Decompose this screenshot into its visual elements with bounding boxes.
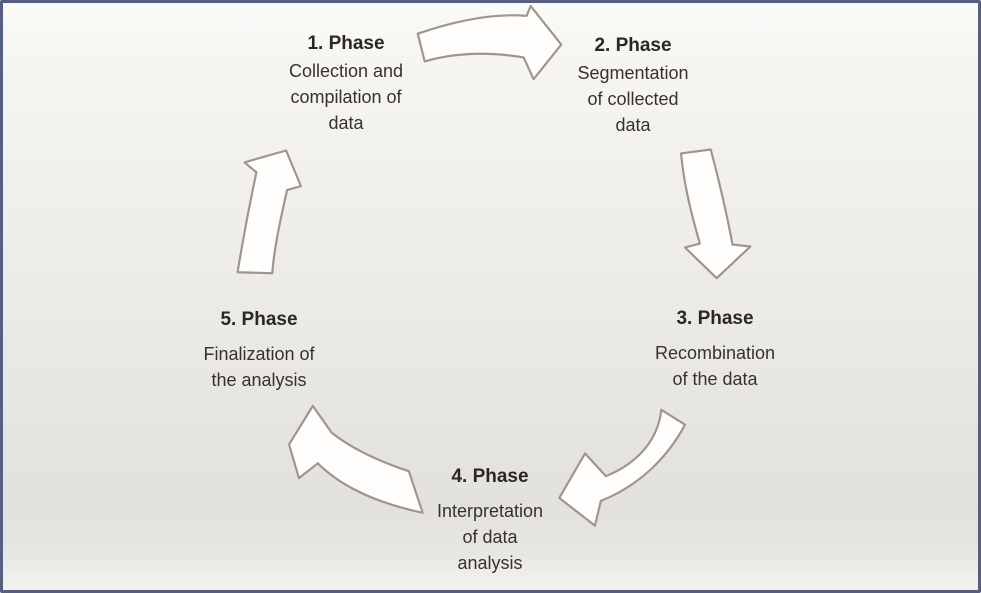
phase-1-label: 1. Phase	[307, 33, 385, 54]
arrow-phase2-to-phase3-icon	[679, 148, 752, 280]
arrow-phase4-to-phase5-icon	[287, 404, 424, 514]
arrow-phase1-to-phase2-icon	[416, 4, 563, 81]
phase-4-label: 4. Phase	[451, 466, 529, 487]
phase-3-description: Recombination of the data	[654, 343, 776, 389]
phase-5-label: 5. Phase	[220, 309, 298, 330]
phase-2-description: Segmentation of collected data	[577, 63, 689, 135]
phase-5-description: Finalization of the analysis	[203, 344, 315, 390]
phase-1-description: Collection and compilation of data	[288, 61, 404, 133]
phase-1-block: 1. Phase Collection and compilation of d…	[289, 31, 403, 136]
phase-3-block: 3. Phase Recombination of the data	[655, 306, 775, 392]
phase-2-block: 2. Phase Segmentation of collected data	[577, 33, 688, 138]
arrow-phase3-to-phase4-icon	[558, 408, 687, 527]
phase-2-label: 2. Phase	[594, 35, 672, 56]
phase-5-block: 5. Phase Finalization of the analysis	[203, 307, 314, 393]
arrow-phase5-to-phase1-icon	[236, 149, 303, 275]
phase-4-block: 4. Phase Interpretation of data analysis	[437, 464, 543, 576]
phase-4-description: Interpretation of data analysis	[436, 501, 544, 573]
cycle-arrows-layer	[236, 4, 752, 527]
phase-3-label: 3. Phase	[676, 308, 754, 329]
